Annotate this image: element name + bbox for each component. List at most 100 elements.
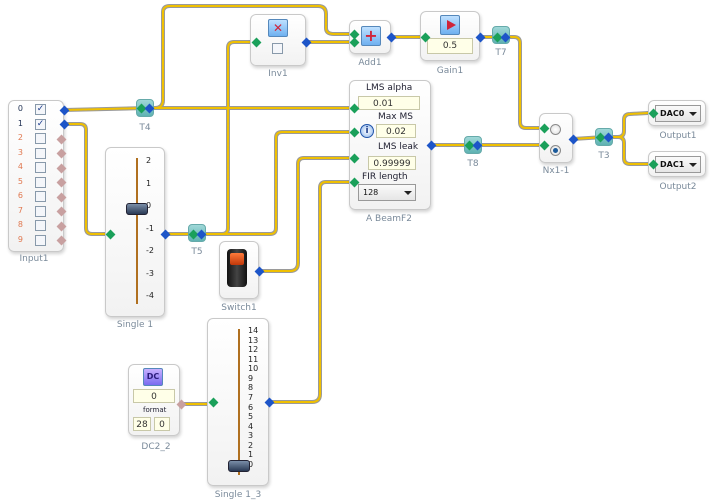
output1-block[interactable]: DAC0 bbox=[648, 100, 706, 126]
channel-index: 7 bbox=[17, 205, 23, 215]
input1-caption: Input1 bbox=[19, 254, 49, 264]
channel-index: 2 bbox=[17, 133, 23, 142]
dc-value-field[interactable]: 0 bbox=[133, 389, 175, 403]
fir-length-select[interactable]: 128 bbox=[358, 184, 416, 201]
channel-checkbox[interactable]: ✓ bbox=[35, 118, 46, 130]
nx1-switch-block[interactable] bbox=[539, 113, 573, 163]
channel-checkbox[interactable] bbox=[35, 176, 46, 188]
fir-length-label: FIR length bbox=[362, 172, 408, 182]
t4-caption: T4 bbox=[139, 123, 151, 133]
channel-index: 3 bbox=[17, 147, 23, 157]
t8-caption: T8 bbox=[467, 159, 479, 169]
slider-tick-label: -2 bbox=[146, 246, 154, 255]
channel-checkbox[interactable] bbox=[35, 205, 46, 217]
slider-tick-label: -3 bbox=[146, 268, 154, 278]
wire-path bbox=[196, 131, 350, 235]
slider-tick-label: 10 bbox=[248, 364, 259, 374]
gain1-caption: Gain1 bbox=[436, 66, 464, 76]
switch1-block[interactable] bbox=[219, 241, 259, 299]
slider-tick-label: 12 bbox=[248, 345, 259, 355]
channel-index: 6 bbox=[17, 191, 23, 200]
wire-outline-path bbox=[62, 106, 148, 112]
format-a-field[interactable]: 28 bbox=[133, 417, 151, 431]
output2-block[interactable]: DAC1 bbox=[648, 151, 706, 177]
wire-outline-path bbox=[62, 122, 107, 236]
dc-icon: DC bbox=[143, 368, 163, 386]
beamformer-block[interactable]: LMS alpha 0.01 i Max MS 0.02 LMS leak 0.… bbox=[349, 80, 431, 210]
fir-length-value: 128 bbox=[363, 188, 379, 197]
t7-caption: T7 bbox=[495, 48, 507, 58]
channel-checkbox[interactable] bbox=[35, 191, 46, 202]
channel-checkbox[interactable] bbox=[35, 220, 46, 231]
slider-tick-label: 14 bbox=[248, 326, 259, 335]
slider-tick-label: 7 bbox=[248, 393, 254, 402]
slider-track bbox=[136, 158, 138, 304]
output2-device-select[interactable]: DAC1 bbox=[655, 156, 701, 173]
t5-caption: T5 bbox=[191, 247, 203, 257]
slider-tick-label: 2 bbox=[248, 440, 254, 450]
slider-thumb[interactable] bbox=[228, 460, 250, 472]
slider-tick-label: 8 bbox=[248, 383, 254, 393]
output2-caption: Output2 bbox=[659, 182, 697, 192]
nx1-radio-1[interactable] bbox=[550, 145, 561, 156]
output1-device-value: DAC0 bbox=[660, 109, 685, 118]
wire-path bbox=[258, 157, 350, 272]
slider-tick-label: 11 bbox=[248, 354, 259, 364]
slider-tick-label: 0 bbox=[146, 201, 152, 210]
wire-outline-path bbox=[195, 130, 351, 236]
max-ms-label: Max MS bbox=[378, 112, 413, 122]
t3-caption: T3 bbox=[598, 151, 610, 161]
channel-index: 5 bbox=[17, 176, 23, 186]
wire-outline-path bbox=[267, 180, 351, 404]
channel-checkbox[interactable]: ✓ bbox=[35, 104, 46, 115]
channel-checkbox[interactable] bbox=[35, 133, 46, 144]
switch1-caption: Switch1 bbox=[221, 303, 257, 313]
chevron-down-icon bbox=[404, 191, 412, 195]
nx1-caption: Nx1-1 bbox=[542, 166, 570, 176]
info-icon[interactable]: i bbox=[360, 124, 374, 138]
lms-alpha-field[interactable]: 0.01 bbox=[358, 96, 420, 110]
format-b-field[interactable]: 0 bbox=[154, 417, 170, 431]
toggle-switch[interactable] bbox=[227, 249, 247, 287]
wire-path bbox=[268, 181, 350, 403]
slider-tick-label: 9 bbox=[248, 373, 254, 383]
lms-leak-field[interactable]: 0.99999 bbox=[368, 156, 416, 170]
format-label: format bbox=[143, 406, 167, 414]
slider-tick-label: 5 bbox=[248, 412, 254, 422]
gain-value-field[interactable]: 0.5 bbox=[427, 38, 473, 54]
channel-index: 0 bbox=[17, 104, 23, 113]
dc-caption: DC2_2 bbox=[141, 442, 171, 452]
dc-block[interactable]: DC 0 format 28 0 bbox=[128, 364, 180, 436]
channel-checkbox[interactable] bbox=[35, 147, 46, 159]
output1-caption: Output1 bbox=[659, 131, 697, 141]
inv1-block[interactable]: ✕ bbox=[250, 14, 306, 66]
invert-checkbox[interactable] bbox=[272, 43, 283, 54]
inv1-caption: Inv1 bbox=[268, 69, 288, 79]
slider-tick-label: -4 bbox=[146, 291, 154, 300]
channel-index: 9 bbox=[17, 234, 23, 244]
slider-tick-label: 2 bbox=[146, 156, 152, 165]
single1-3-caption: Single 1_3 bbox=[214, 490, 262, 500]
invert-icon: ✕ bbox=[268, 19, 288, 37]
gain1-block[interactable]: 0.5 bbox=[420, 11, 480, 61]
max-ms-field[interactable]: 0.02 bbox=[376, 124, 416, 138]
slider-tick-label: 1 bbox=[248, 450, 254, 460]
nx1-radio-0[interactable] bbox=[550, 124, 561, 135]
lms-leak-label: LMS leak bbox=[378, 142, 419, 152]
channel-checkbox[interactable] bbox=[35, 162, 46, 173]
add1-block[interactable]: + bbox=[349, 20, 391, 54]
add1-caption: Add1 bbox=[358, 58, 382, 68]
slider-tick-label: 1 bbox=[146, 178, 152, 188]
wire-outline-path bbox=[257, 156, 351, 273]
output1-device-select[interactable]: DAC0 bbox=[655, 105, 701, 122]
slider-tick-label: 6 bbox=[248, 402, 254, 412]
chevron-down-icon bbox=[689, 112, 697, 116]
single1-caption: Single 1 bbox=[116, 320, 154, 330]
lms-alpha-label: LMS alpha bbox=[366, 83, 413, 93]
slider-thumb[interactable] bbox=[126, 203, 148, 215]
channel-checkbox[interactable] bbox=[35, 234, 46, 246]
wire-path bbox=[196, 41, 251, 235]
